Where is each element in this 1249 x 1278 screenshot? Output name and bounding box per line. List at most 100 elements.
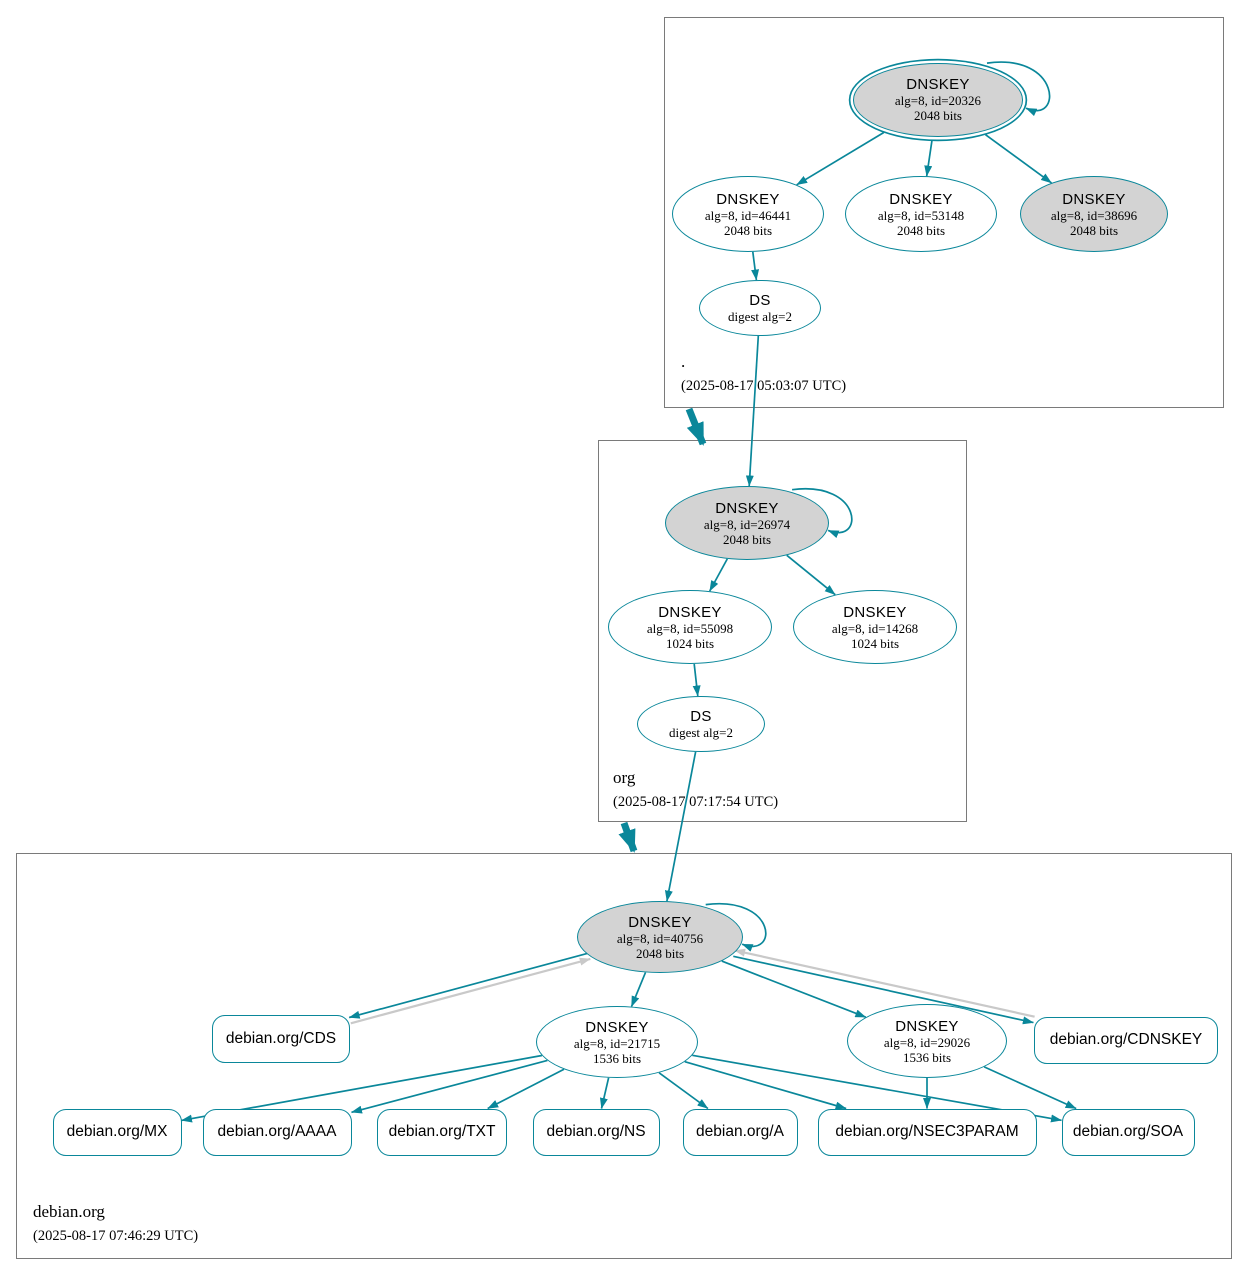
edge-key-40756-key-29026 (721, 960, 867, 1018)
rrset-label: debian.org/NS (546, 1123, 646, 1140)
node-detail: 2048 bits (723, 222, 773, 238)
rrset-label: debian.org/TXT (388, 1123, 496, 1140)
node-detail: digest alg=2 (727, 309, 793, 324)
node-detail: 2048 bits (913, 108, 962, 124)
rrset-label: debian.org/MX (66, 1123, 168, 1140)
rrset-label: debian.org/CDS (225, 1030, 337, 1047)
rr-ns[interactable]: debian.org/NS (532, 1108, 660, 1156)
edge-rr-cdnskey-key-40756 (734, 948, 1035, 1018)
rrset-label: debian.org/AAAA (217, 1123, 337, 1140)
node-title: DNSKEY (658, 603, 722, 621)
rr-nsec3param[interactable]: debian.org/NSEC3PARAM (817, 1108, 1037, 1156)
zone-box-debian (16, 853, 1232, 1259)
node-detail: alg=8, id=40756 (616, 930, 704, 946)
rrset-label: debian.org/A (696, 1123, 784, 1140)
node-detail: 2048 bits (896, 222, 946, 238)
node-detail: alg=8, id=14268 (831, 620, 919, 636)
rr-mx[interactable]: debian.org/MX (52, 1108, 182, 1156)
edge-key-20326-key-46441 (796, 131, 885, 186)
edge-key-20326-key-53148 (924, 140, 933, 177)
zone-timestamp-root: (2025-08-17 05:03:07 UTC) (681, 378, 847, 394)
edge-key-21715-rr-aaaa (351, 1059, 548, 1114)
node-title: DNSKEY (906, 76, 970, 94)
edge-key-40756-key-21715 (630, 972, 647, 1008)
node-title: DNSKEY (1062, 190, 1126, 208)
node-title: DNSKEY (628, 913, 692, 931)
node-detail: alg=8, id=20326 (894, 93, 982, 109)
edge-key-21715-rr-nsec3param (684, 1060, 847, 1110)
edge-key-21715-rr-a (658, 1072, 709, 1110)
node-detail: alg=8, id=46441 (704, 207, 792, 223)
node-detail: 1024 bits (665, 635, 715, 651)
edge-key-46441-ds-root (751, 251, 760, 281)
edge-key-26974-key-55098 (708, 558, 729, 592)
rr-aaaa[interactable]: debian.org/AAAA (202, 1108, 352, 1156)
node-detail: 1536 bits (592, 1050, 642, 1066)
rr-cdnskey[interactable]: debian.org/CDNSKEY (1034, 1016, 1218, 1064)
edge-ds-org-key-40756 (664, 751, 697, 902)
zone-label-root: . (2025-08-17 05:03:07 UTC) (681, 352, 846, 395)
self-sign-loop-key-20326 (986, 61, 1051, 117)
zone-name-org: org (613, 768, 636, 787)
rr-cds[interactable]: debian.org/CDS (212, 1015, 350, 1063)
node-title: DS (690, 708, 712, 725)
node-detail: alg=8, id=53148 (877, 207, 965, 223)
self-sign-loop-key-26974 (791, 487, 853, 539)
edge-key-20326-key-38696 (984, 134, 1053, 184)
zone-name-root: . (681, 352, 686, 371)
node-detail: alg=8, id=26974 (703, 516, 791, 532)
rrset-label: debian.org/CDNSKEY (1049, 1031, 1203, 1048)
edge-key-21715-rr-txt (487, 1068, 565, 1110)
zone-box-root (664, 17, 1224, 408)
edge-key-40756-rr-cdnskey (733, 955, 1034, 1025)
node-title: DNSKEY (716, 190, 780, 208)
rrset-label: debian.org/NSEC3PARAM (835, 1123, 1019, 1140)
zone-label-org: org (2025-08-17 07:17:54 UTC) (613, 768, 778, 811)
node-detail: alg=8, id=21715 (573, 1035, 661, 1051)
node-detail: 1536 bits (902, 1049, 952, 1065)
self-sign-loop-key-40756 (705, 902, 767, 952)
node-detail: digest alg=2 (668, 725, 734, 740)
node-title: DNSKEY (715, 499, 779, 517)
delegation-arrow-org-debian (618, 821, 638, 853)
edge-key-29026-rr-soa (983, 1066, 1077, 1110)
rr-a[interactable]: debian.org/A (682, 1108, 798, 1156)
node-detail: alg=8, id=38696 (1050, 207, 1138, 223)
node-detail: 1024 bits (850, 635, 900, 651)
node-title: DNSKEY (585, 1018, 649, 1036)
zone-label-debian: debian.org (2025-08-17 07:46:29 UTC) (33, 1202, 198, 1245)
rr-soa[interactable]: debian.org/SOA (1061, 1108, 1195, 1156)
node-detail: alg=8, id=55098 (646, 620, 734, 636)
node-detail: alg=8, id=29026 (883, 1034, 971, 1050)
node-title: DS (749, 292, 771, 309)
zone-timestamp-org: (2025-08-17 07:17:54 UTC) (613, 794, 779, 810)
node-detail: 2048 bits (1069, 222, 1119, 238)
edge-key-55098-ds-org (692, 663, 701, 697)
node-title: DNSKEY (895, 1017, 959, 1035)
zone-box-org (598, 440, 967, 822)
edge-key-21715-rr-ns (599, 1077, 610, 1109)
rr-txt[interactable]: debian.org/TXT (377, 1108, 507, 1156)
edge-ds-root-key-26974 (745, 335, 760, 487)
node-detail: 2048 bits (635, 945, 685, 961)
node-detail: 2048 bits (722, 531, 772, 547)
zone-name-debian: debian.org (33, 1202, 105, 1221)
edge-key-26974-key-14268 (786, 554, 836, 596)
zone-timestamp-debian: (2025-08-17 07:46:29 UTC) (33, 1228, 199, 1244)
node-title: DNSKEY (843, 603, 907, 621)
